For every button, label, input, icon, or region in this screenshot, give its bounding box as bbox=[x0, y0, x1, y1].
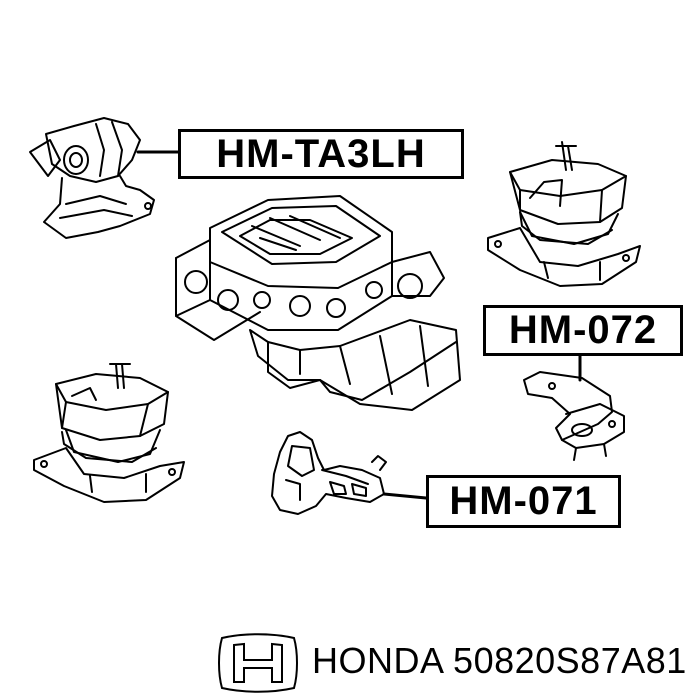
mount-071-illustration bbox=[271, 431, 428, 515]
footer-part-info: HONDA 50820S87A81 bbox=[312, 640, 687, 682]
mount-upper-right-illustration bbox=[487, 141, 641, 287]
part-label-text: HM-TA3LH bbox=[216, 131, 426, 176]
engine-block-illustration bbox=[175, 195, 461, 411]
part-label-hm-071: HM-071 bbox=[426, 475, 621, 528]
part-label-text: HM-072 bbox=[508, 308, 658, 352]
mount-ta3lh-illustration bbox=[29, 117, 180, 239]
honda-h-logo-icon bbox=[218, 633, 298, 693]
brand-name: HONDA bbox=[312, 640, 443, 681]
mount-lower-left-illustration bbox=[33, 363, 185, 503]
part-label-hm-ta3lh: HM-TA3LH bbox=[178, 129, 464, 179]
mount-072-illustration bbox=[523, 354, 625, 461]
part-number: 50820S87A81 bbox=[453, 640, 687, 681]
part-label-hm-072: HM-072 bbox=[483, 305, 683, 356]
part-label-text: HM-071 bbox=[449, 479, 598, 523]
